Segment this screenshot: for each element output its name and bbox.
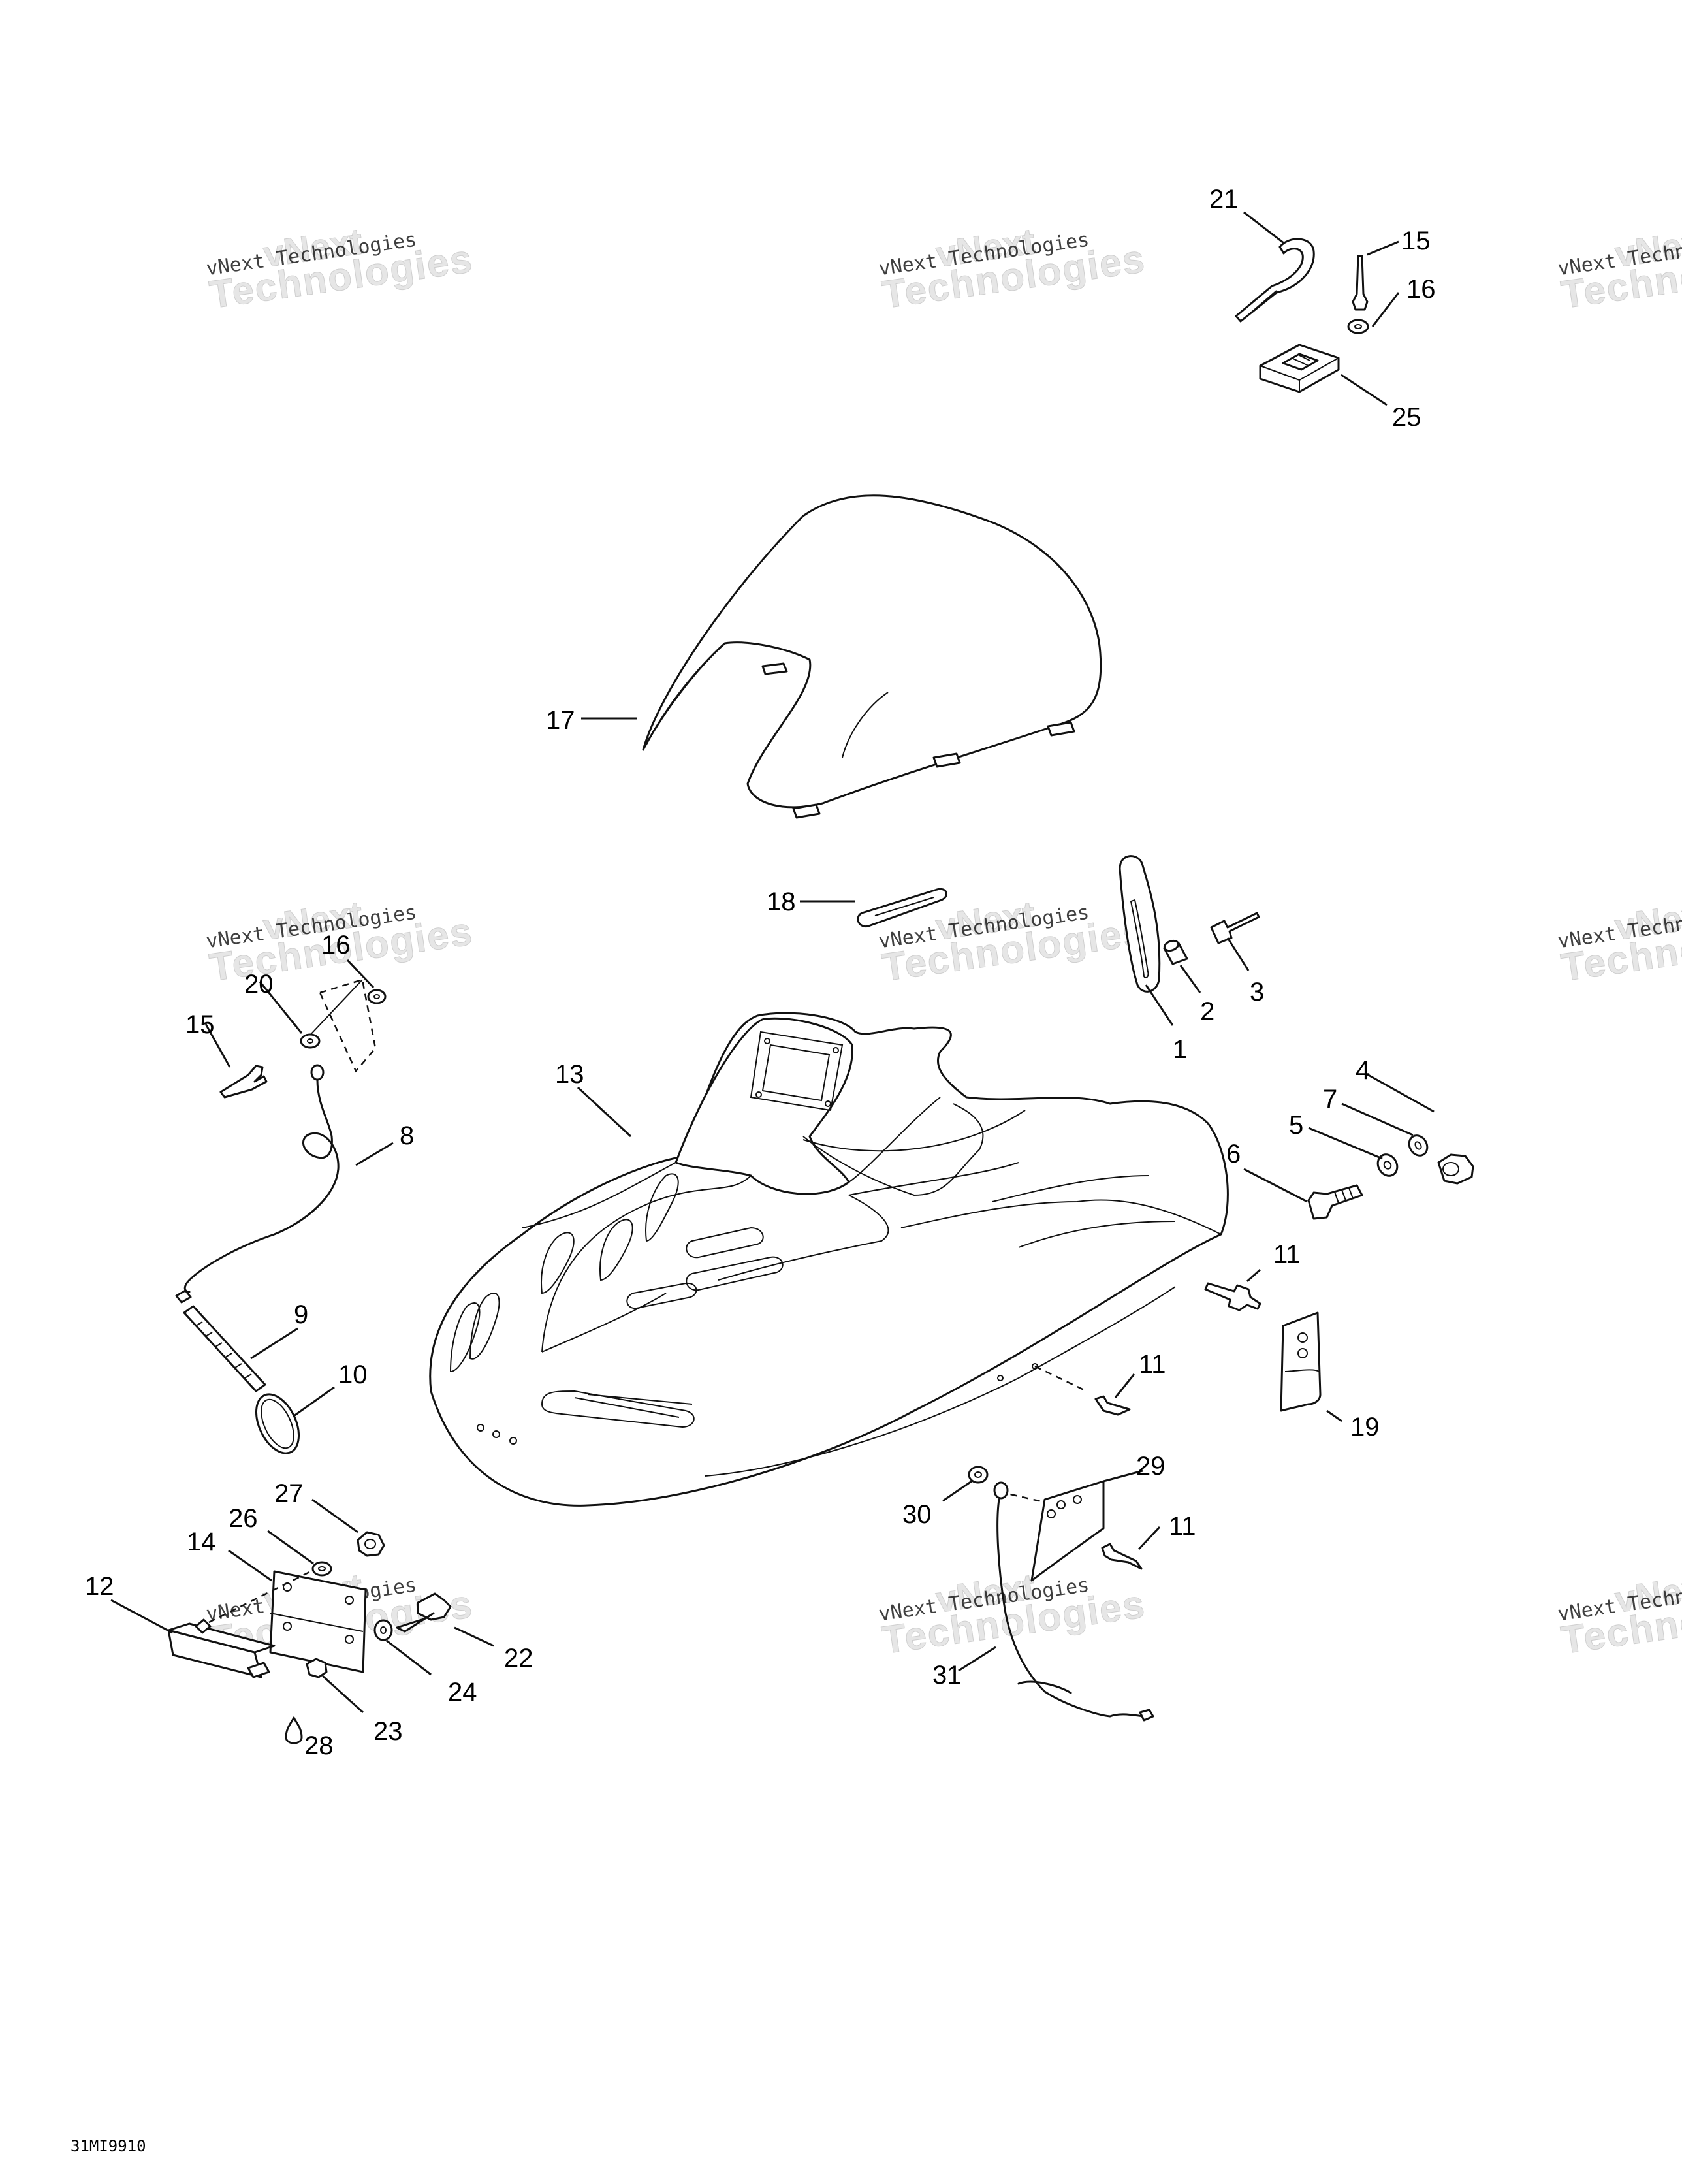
callout-22: 22 bbox=[504, 1644, 533, 1673]
callout-21: 21 bbox=[1209, 185, 1239, 214]
callout-11: 11 bbox=[1139, 1350, 1166, 1379]
windshield-17[interactable] bbox=[642, 494, 1102, 819]
callouts: 21 15 16 25 17 18 1 2 3 4 7 5 6 11 11 19… bbox=[85, 185, 1436, 1760]
callout-30: 30 bbox=[902, 1500, 932, 1529]
callout-8: 8 bbox=[400, 1121, 414, 1150]
washer-16[interactable] bbox=[1347, 319, 1369, 334]
leader-lines bbox=[110, 211, 1435, 1714]
nut-30[interactable] bbox=[968, 1466, 989, 1484]
callout-28: 28 bbox=[304, 1731, 334, 1760]
washer-16[interactable] bbox=[367, 989, 387, 1004]
bolt-22[interactable] bbox=[396, 1592, 452, 1633]
ring-10[interactable] bbox=[247, 1388, 307, 1460]
callout-27: 27 bbox=[274, 1479, 304, 1508]
callout-2: 2 bbox=[1200, 997, 1214, 1026]
hood-13[interactable] bbox=[429, 1012, 1229, 1507]
cable-31[interactable] bbox=[993, 1481, 1154, 1722]
callout-16: 16 bbox=[1406, 275, 1436, 304]
bolt-6[interactable] bbox=[1307, 1184, 1363, 1220]
push-pin-15[interactable] bbox=[1352, 255, 1369, 311]
alignment-line bbox=[1034, 1365, 1085, 1391]
callout-3: 3 bbox=[1250, 978, 1264, 1006]
callout-9: 9 bbox=[294, 1300, 308, 1329]
callout-12: 12 bbox=[85, 1572, 114, 1601]
rivet-3[interactable] bbox=[1210, 912, 1260, 944]
callout-31: 31 bbox=[932, 1661, 962, 1690]
tie-mount-25[interactable] bbox=[1259, 344, 1340, 393]
bracket-20[interactable] bbox=[300, 978, 377, 1073]
washer-7[interactable] bbox=[1406, 1132, 1431, 1159]
drawing-reference: 31MI9910 bbox=[71, 2137, 146, 2155]
callout-4: 4 bbox=[1356, 1056, 1370, 1085]
strap-9[interactable] bbox=[183, 1305, 266, 1392]
connector-28[interactable] bbox=[285, 1716, 303, 1744]
push-pin-15[interactable] bbox=[219, 1065, 268, 1099]
callout-15: 15 bbox=[185, 1010, 215, 1039]
callout-1: 1 bbox=[1173, 1035, 1187, 1064]
handle-1[interactable] bbox=[1119, 855, 1161, 993]
tether-8[interactable] bbox=[175, 1064, 340, 1304]
callout-29: 29 bbox=[1136, 1452, 1166, 1481]
nut-23[interactable] bbox=[306, 1658, 328, 1678]
callout-6: 6 bbox=[1226, 1140, 1241, 1168]
rivet-11[interactable] bbox=[1094, 1395, 1131, 1416]
nut-4[interactable] bbox=[1437, 1153, 1474, 1185]
cable-tie-21[interactable] bbox=[1235, 238, 1315, 323]
callout-15: 15 bbox=[1401, 227, 1431, 255]
nut-27[interactable] bbox=[357, 1531, 385, 1557]
callout-17: 17 bbox=[546, 706, 575, 735]
alignment-line bbox=[998, 1490, 1045, 1503]
washer-5[interactable] bbox=[1374, 1151, 1401, 1179]
callout-23: 23 bbox=[373, 1717, 403, 1746]
callout-7: 7 bbox=[1323, 1085, 1337, 1114]
washer-24[interactable] bbox=[373, 1619, 393, 1641]
callout-14: 14 bbox=[187, 1528, 216, 1556]
callout-10: 10 bbox=[338, 1360, 368, 1389]
callout-26: 26 bbox=[229, 1504, 258, 1533]
callout-19: 19 bbox=[1350, 1413, 1380, 1441]
alignment-line bbox=[208, 1569, 314, 1624]
washer-26[interactable] bbox=[311, 1561, 332, 1577]
bracket-14[interactable] bbox=[269, 1570, 367, 1673]
callout-18: 18 bbox=[767, 888, 796, 916]
callout-5: 5 bbox=[1289, 1111, 1303, 1140]
flap-19[interactable] bbox=[1280, 1311, 1322, 1412]
callout-11: 11 bbox=[1169, 1512, 1196, 1541]
callout-13: 13 bbox=[555, 1060, 584, 1089]
flap-29[interactable] bbox=[1030, 1480, 1105, 1582]
rivet-11[interactable] bbox=[1204, 1282, 1262, 1311]
callout-25: 25 bbox=[1392, 403, 1421, 432]
callout-16: 16 bbox=[321, 931, 351, 959]
reflector-12[interactable] bbox=[167, 1618, 276, 1678]
reflector-18[interactable] bbox=[857, 888, 947, 928]
callout-20: 20 bbox=[244, 970, 274, 999]
spacer-2[interactable] bbox=[1163, 939, 1188, 965]
rivet-11[interactable] bbox=[1101, 1543, 1143, 1570]
callout-11: 11 bbox=[1273, 1240, 1301, 1269]
callout-24: 24 bbox=[448, 1678, 477, 1707]
